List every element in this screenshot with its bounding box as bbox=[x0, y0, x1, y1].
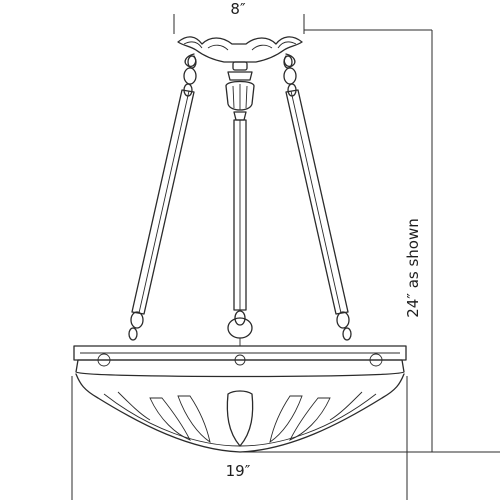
center-rod bbox=[233, 119, 247, 311]
bowl-body bbox=[75, 373, 405, 453]
bowl-width-label: 19″ bbox=[226, 462, 251, 480]
left-rod bbox=[131, 89, 195, 315]
center-finial bbox=[225, 61, 255, 121]
bowl-rim bbox=[73, 345, 407, 378]
height-dimension: 24″ as shown bbox=[240, 30, 500, 453]
top-width-label: 8″ bbox=[230, 0, 246, 18]
right-rod bbox=[285, 89, 349, 315]
height-label: 24″ as shown bbox=[404, 218, 422, 318]
right-lower-links bbox=[336, 311, 352, 341]
bowl-width-dimension: 19″ bbox=[71, 376, 408, 500]
top-width-dimension: 8″ bbox=[173, 0, 432, 34]
center-lower-links bbox=[227, 310, 253, 346]
left-lower-links bbox=[128, 311, 144, 341]
